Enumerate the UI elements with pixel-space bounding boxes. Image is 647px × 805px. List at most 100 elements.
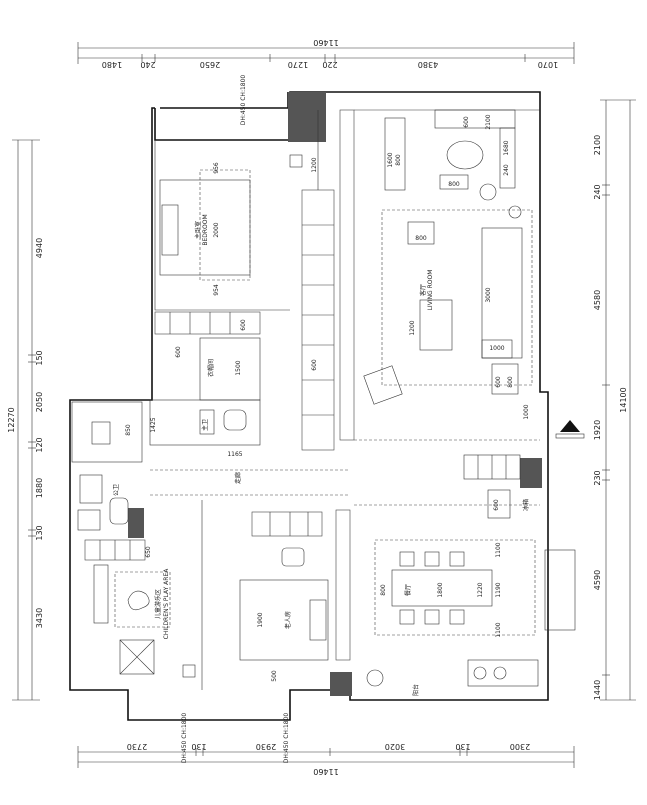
master-bedroom: 主卧室 BEDROOM 2000 956 954 600 衣帽间 1500 60… (154, 140, 303, 401)
elder-bed (239, 579, 329, 661)
dining-1220-label: 1220 (477, 582, 484, 597)
master-bed-length: 2000 (213, 222, 220, 237)
balcony-plant-icon (366, 669, 384, 687)
master-bed-width-top: 956 (213, 162, 220, 174)
dining-room-label: 餐厅 (404, 584, 412, 596)
column-bottom (330, 672, 352, 696)
closet: 衣帽间 1500 600 (175, 337, 261, 401)
left-dim-1: 4940 (35, 238, 44, 258)
bath-1165-label: 1165 (227, 451, 242, 458)
living-1680-label: 1680 (503, 140, 510, 155)
corridor-600-label: 600 (311, 359, 318, 371)
bottom-dimension-chain: 2730 130 2930 3020 130 2300 11460 (77, 742, 575, 776)
play-tent (119, 639, 155, 675)
elder-chair (281, 547, 305, 567)
toilet-icon (223, 409, 247, 431)
wardrobe-600-label: 600 (240, 319, 247, 331)
top-total-dim: 11460 (313, 38, 338, 47)
closet-600-label: 600 (175, 346, 182, 358)
dining-room: 冰箱 600 1800 800 餐厅 1100 1190 1220 1100 阳… (354, 454, 576, 696)
master-bedroom-label: 主卧室 (194, 221, 202, 239)
lounge-chair (363, 365, 403, 405)
living-2100-label: 2100 (485, 114, 492, 129)
left-dimension-chain: 12270 4940 150 2050 120 1880 130 3430 (7, 139, 44, 701)
window-bottom-mid-label: DH:450 CH:1800 (283, 713, 290, 764)
lamp-icon (508, 205, 522, 219)
tv-table-label: 1200 (409, 320, 416, 335)
master-bedroom-en-label: BEDROOM (202, 214, 209, 245)
outer-walls (69, 91, 549, 721)
master-bed-width-bottom: 954 (213, 284, 220, 296)
dining-table-length: 1800 (437, 582, 444, 597)
bath-1425-label: 1425 (150, 417, 157, 432)
central-cabinet-strip: 1200 600 (301, 109, 355, 451)
living-600b-label: 600 (495, 376, 502, 388)
children-play-label: 儿童游乐区 (154, 589, 162, 619)
top-dim-2: 240 (140, 60, 155, 69)
living-1600-label: 1600 (387, 152, 394, 167)
dining-table-width: 800 (380, 584, 387, 596)
living-cabinet-top (434, 109, 516, 129)
elder-650-label: 650 (145, 546, 152, 558)
window-bottom-left-label: DH:450 CH:1800 (181, 713, 188, 764)
elder-bed-length: 1900 (257, 612, 264, 627)
sofa-depth-label: 1000 (489, 345, 504, 352)
elder-room-label: 老人房 (284, 611, 292, 629)
elder-500-label: 500 (271, 670, 278, 682)
public-toilet: 850 公卫 (71, 401, 143, 531)
living-rug (381, 209, 533, 386)
left-dim-5: 1880 (35, 478, 44, 498)
right-dim-3: 4580 (593, 290, 602, 310)
children-play-en-label: CHILDREN'S PLAY AREA (163, 568, 170, 640)
right-dim-2: 240 (593, 184, 602, 199)
main-bathroom: 主卫 1425 1165 (149, 399, 261, 458)
column-top (288, 92, 326, 142)
left-dim-3: 2050 (35, 392, 44, 412)
side-table (407, 221, 435, 245)
bottom-total-dim: 11460 (313, 767, 338, 776)
living-240-label: 240 (503, 164, 510, 176)
left-dim-6: 130 (35, 525, 44, 540)
public-toilet-label: 公卫 (113, 484, 120, 496)
bottom-dim-6: 2300 (510, 742, 530, 751)
bottom-dim-4: 3020 (385, 742, 405, 751)
right-dim-6: 4590 (593, 570, 602, 590)
corridor-1000-label: 1000 (523, 404, 530, 419)
top-dim-7: 1070 (538, 60, 558, 69)
top-dim-3: 2650 (200, 60, 220, 69)
top-dimension-chain: 11460 1480 240 2650 1270 220 4380 1070 (77, 38, 575, 69)
right-dim-7: 1440 (593, 680, 602, 700)
living-800c-label: 800 (415, 235, 427, 242)
kitchen-850-label: 850 (125, 424, 132, 436)
living-800-label: 800 (448, 181, 460, 188)
top-dim-6: 4380 (418, 60, 438, 69)
coffee-table (419, 299, 453, 351)
bottom-dim-5: 130 (455, 742, 470, 751)
right-dim-1: 2100 (593, 135, 602, 155)
living-800b-label: 800 (395, 154, 402, 166)
corridor: 走廊 (150, 469, 350, 496)
elder-room: 1900 老人房 500 (201, 500, 351, 690)
balcony-label: 阳台 (412, 684, 420, 696)
living-800d-label: 800 (507, 376, 514, 388)
top-dim-4: 1270 (288, 60, 308, 69)
dining-table (391, 569, 493, 607)
left-dim-7: 3430 (35, 608, 44, 628)
right-dim-4: 1920 (593, 420, 602, 440)
right-dimension-chain: 2100 240 4580 1920 230 4590 1440 14100 (593, 99, 636, 701)
master-wardrobe: 600 (154, 311, 261, 335)
dining-1100-label: 1100 (495, 542, 502, 557)
column-left (128, 508, 144, 538)
living-room-label: 客厅 (419, 284, 427, 296)
right-dim-5: 230 (593, 470, 602, 485)
dining-rug (374, 539, 536, 636)
north-arrow-icon (560, 420, 580, 432)
sofa-length-label: 3000 (485, 287, 492, 302)
living-600-label: 600 (463, 116, 470, 128)
fridge-icon (487, 489, 511, 519)
closet-1500-label: 1500 (235, 360, 242, 375)
living-room-en-label: LIVING ROOM (427, 270, 434, 311)
right-total-dim: 14100 (619, 387, 628, 412)
corridor-1200-label: 1200 (311, 157, 318, 172)
